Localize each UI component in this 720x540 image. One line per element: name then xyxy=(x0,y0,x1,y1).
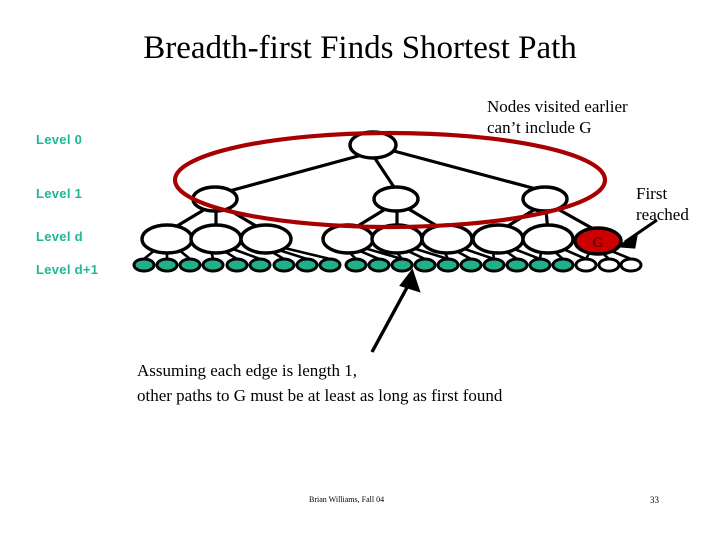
level1-nodes xyxy=(191,185,569,213)
visited-set-note: Nodes visited earlier can’t include G xyxy=(487,97,628,138)
first-reached-note-line-1: First xyxy=(636,184,668,203)
caption-line-2: other paths to G must be at least as lon… xyxy=(137,385,503,405)
level-label-d-plus-1: Level d+1 xyxy=(36,262,99,277)
caption-arrow xyxy=(370,268,421,353)
first-reached-note-line-2: reached xyxy=(636,204,689,224)
footer-page-number: 33 xyxy=(650,495,659,505)
leveld1-unvisited-nodes xyxy=(574,257,643,273)
first-reached-arrow xyxy=(615,218,658,249)
first-reached-note: First reached xyxy=(636,184,689,225)
edges-level0-to-level1 xyxy=(220,148,542,195)
page-title: Breadth-first Finds Shortest Path xyxy=(143,30,577,66)
goal-node-g: G xyxy=(573,226,623,256)
caption-line-1: Assuming each edge is length 1, xyxy=(137,361,358,380)
leveld-nodes xyxy=(140,223,575,255)
leveld1-visited-nodes xyxy=(132,257,575,273)
footer-author: Brian Williams, Fall 04 xyxy=(309,495,385,504)
visited-set-note-line-1: Nodes visited earlier xyxy=(487,97,628,116)
goal-node-label: G xyxy=(593,235,604,251)
root-node xyxy=(348,130,398,160)
level-label-d: Level d xyxy=(36,229,83,244)
slide-caption: Assuming each edge is length 1, other pa… xyxy=(137,359,607,408)
level-label-0: Level 0 xyxy=(36,132,83,147)
visited-set-note-line-2: can’t include G xyxy=(487,117,592,137)
level-label-1: Level 1 xyxy=(36,186,83,201)
visited-set-boundary-ellipse xyxy=(172,130,608,230)
